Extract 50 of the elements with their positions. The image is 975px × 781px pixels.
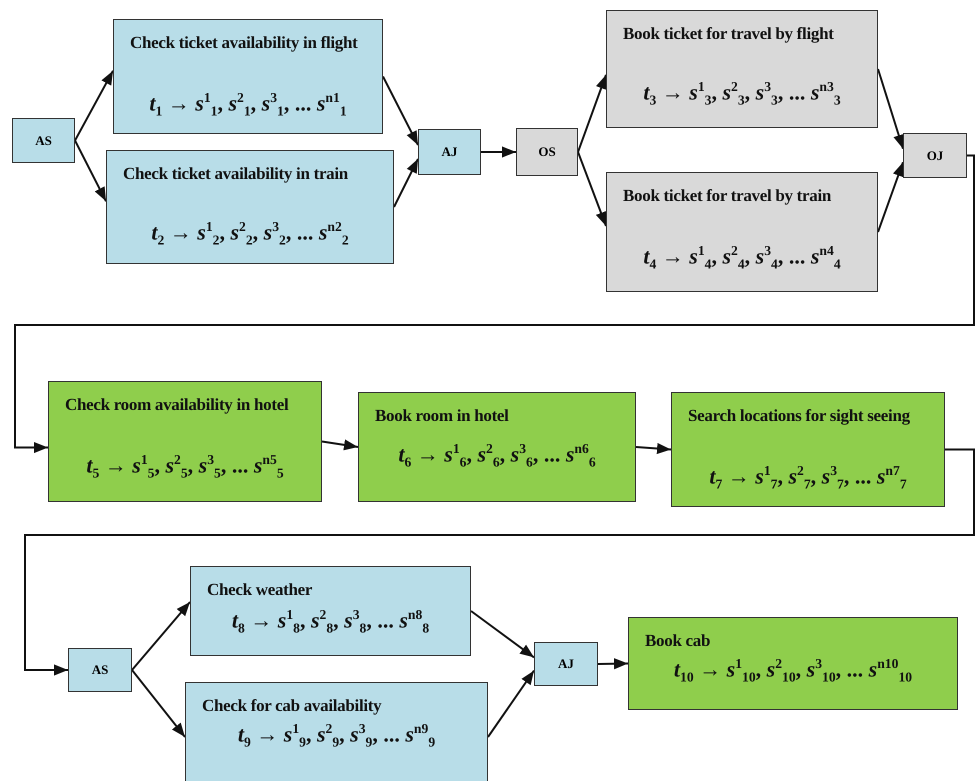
arrow xyxy=(393,158,419,208)
gateway-box xyxy=(534,642,598,686)
process-box xyxy=(358,392,636,502)
task-title: Check ticket availability in train xyxy=(123,163,349,185)
task-title: Search locations for sight seeing xyxy=(688,405,911,427)
process-box xyxy=(628,617,958,710)
arrow xyxy=(598,658,628,670)
process-box xyxy=(606,172,878,292)
process-box xyxy=(113,19,383,134)
task-title: Book room in hotel xyxy=(375,405,510,427)
task-title: Book ticket for travel by train xyxy=(623,185,832,207)
gateway-box xyxy=(418,129,481,175)
gateway-label: AJ xyxy=(557,656,575,672)
arrow xyxy=(487,670,535,738)
arrow xyxy=(322,439,358,450)
arrow xyxy=(481,146,516,158)
arrow xyxy=(470,610,535,658)
arrow xyxy=(131,669,186,738)
arrow xyxy=(14,154,975,454)
task-title: Check weather xyxy=(207,579,314,601)
task-title: Check ticket availability in flight xyxy=(130,32,359,54)
process-box xyxy=(48,381,322,502)
process-box xyxy=(606,10,878,128)
process-box xyxy=(671,392,945,507)
arrow xyxy=(877,162,904,232)
arrow xyxy=(636,442,672,454)
gateway-label: AS xyxy=(90,662,110,678)
arrow xyxy=(382,76,419,146)
arrow xyxy=(74,70,114,141)
arrow xyxy=(24,448,975,676)
gateway-label: OS xyxy=(537,144,557,160)
process-box xyxy=(185,682,488,781)
arrow xyxy=(131,601,191,671)
task-title: Check for cab availability xyxy=(202,695,382,717)
gateway-label: OJ xyxy=(926,148,944,164)
gateway-label: AS xyxy=(34,132,53,148)
arrow xyxy=(877,68,904,150)
task-title: Book ticket for travel by flight xyxy=(623,23,835,45)
arrow xyxy=(74,140,107,202)
gateway-box xyxy=(516,128,578,176)
arrow xyxy=(577,74,607,152)
task-title: Book cab xyxy=(645,630,712,652)
gateway-label: AJ xyxy=(440,144,458,160)
task-title: Check room availability in hotel xyxy=(65,394,290,416)
process-box xyxy=(190,566,471,656)
gateway-box xyxy=(68,648,132,692)
gateway-box xyxy=(12,118,75,163)
arrow xyxy=(577,152,607,226)
gateway-box xyxy=(903,133,967,178)
process-box xyxy=(106,150,394,264)
